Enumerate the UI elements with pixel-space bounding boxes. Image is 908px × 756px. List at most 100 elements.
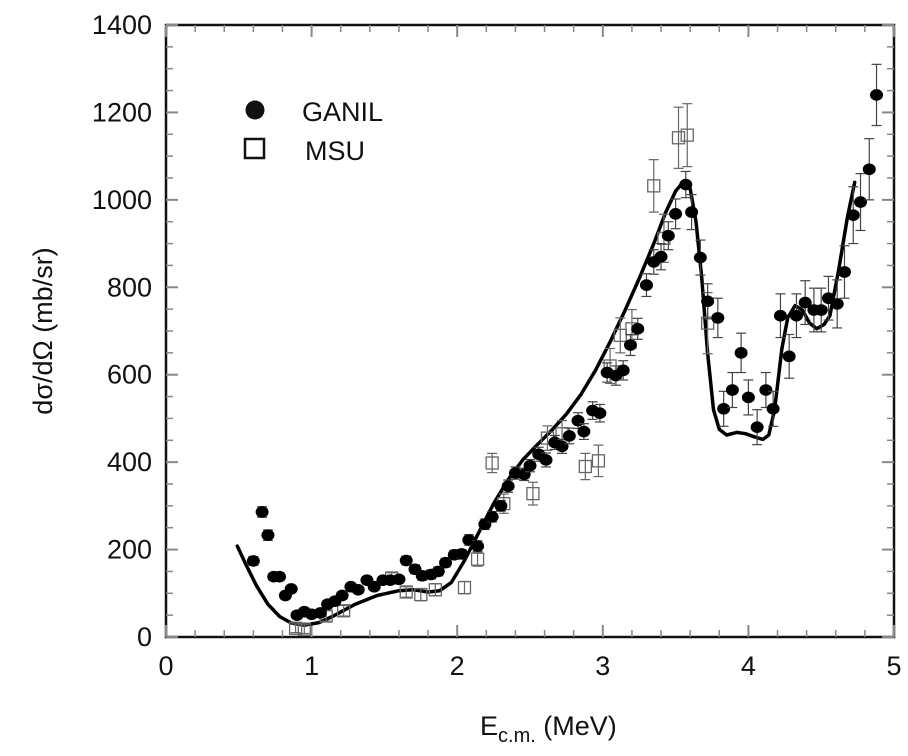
ganil-data-point [773,293,787,339]
x-tick-label: 2 [450,651,465,681]
ganil-data-point [494,500,508,512]
ganil-data-point [313,607,327,619]
ganil-data-point [789,293,803,339]
ganil-data-point [284,583,298,595]
ganil-data-point [654,242,668,271]
ganil-data-point [759,371,773,409]
ganil-data-point [798,280,812,326]
legend-ganil-marker-icon [245,100,265,120]
legend: GANIL MSU [243,97,383,166]
ganil-data-point [462,534,476,546]
ganil-data-point [741,379,755,416]
ganil-data-series [246,63,884,621]
ganil-data-point [485,510,499,523]
y-tick-label: 1000 [92,185,152,215]
y-tick-label: 800 [107,272,152,302]
ganil-data-point [782,333,796,379]
ganil-data-point [766,390,780,427]
x-tick-label: 1 [304,651,319,681]
ganil-data-point [455,548,469,560]
x-tick-label: 3 [595,651,610,681]
x-tick-label: 5 [886,651,901,681]
msu-data-point [591,444,606,478]
ganil-data-point [846,186,860,245]
msu-data-point [526,481,540,506]
ganil-data-point [862,138,876,201]
ganil-data-point [523,458,537,473]
ganil-data-point [351,583,365,596]
y-tick-label: 400 [107,447,152,477]
ganil-data-point [246,555,260,567]
ganil-data-point [399,554,413,567]
ganil-data-point [870,63,884,127]
msu-data-point [336,604,351,618]
msu-data-point [680,103,694,168]
x-axis-title-subscript: c.m. [498,725,536,747]
y-tick-label: 200 [107,535,152,565]
ganil-data-point [854,173,868,232]
ganil-data-point [439,556,453,569]
theory-curve-line [235,180,857,627]
msu-data-point [671,106,686,169]
ganil-data-point [623,333,637,357]
ganil-data-point [471,540,485,552]
msu-data-point [540,425,555,451]
x-axis-title: Ec.m. (MeV) [480,711,617,747]
msu-data-point [647,159,661,213]
msu-data-point [613,317,627,354]
x-tick-label: 4 [741,651,756,681]
ganil-data-point [501,479,515,493]
msu-data-point [485,452,499,474]
y-tick-label: 1200 [92,97,152,127]
ganil-data-point [725,371,739,409]
ganil-data-point [734,332,748,374]
x-axis: 0 1 2 3 4 5 [158,25,902,681]
ganil-data-point [750,409,764,446]
legend-msu-label: MSU [305,136,365,166]
msu-data-point [414,587,428,602]
theory-curve [235,180,857,627]
msu-data-point [399,585,413,599]
ganil-data-point [571,412,585,430]
ganil-data-point [837,245,851,299]
msu-data-point [578,452,592,481]
msu-data-point [470,551,485,567]
x-axis-title-unit: (MeV) [536,711,617,741]
ganil-data-point [335,589,349,602]
ganil-data-point [631,317,645,340]
legend-msu-marker-icon [243,137,266,160]
ganil-data-point [717,390,731,427]
ganil-data-point [616,360,630,381]
ganil-data-point [661,221,675,251]
ganil-data-point [701,283,715,320]
ganil-data-point [431,565,445,578]
ganil-data-point [693,239,707,276]
y-axis: 0 200 400 600 800 1000 1200 1400 [92,10,894,652]
ganil-data-point [593,403,607,423]
legend-ganil-label: GANIL [302,97,383,127]
y-tick-label: 0 [137,622,152,652]
ganil-data-point [577,423,591,441]
ganil-data-point [639,273,653,298]
ganil-data-point [255,506,269,518]
ganil-data-point [814,287,828,333]
ganil-data-point [679,170,693,199]
y-tick-label: 1400 [92,10,152,40]
ganil-data-point [562,427,576,445]
ganil-data-point [392,573,406,586]
msu-data-point [288,621,303,635]
ganil-data-point [830,279,844,329]
y-axis-title: dσ/dΩ (mb/sr) [28,247,58,414]
ganil-data-point [273,570,287,583]
ganil-data-point [669,198,683,230]
x-tick-label: 0 [158,651,173,681]
x-axis-title-main: E [480,711,498,741]
msu-data-point [297,622,311,636]
msu-data-series [288,103,715,636]
y-tick-label: 600 [107,360,152,390]
ganil-data-point [711,297,725,339]
ganil-data-point [539,452,553,468]
msu-data-point [428,583,443,597]
ganil-data-point [685,194,699,231]
